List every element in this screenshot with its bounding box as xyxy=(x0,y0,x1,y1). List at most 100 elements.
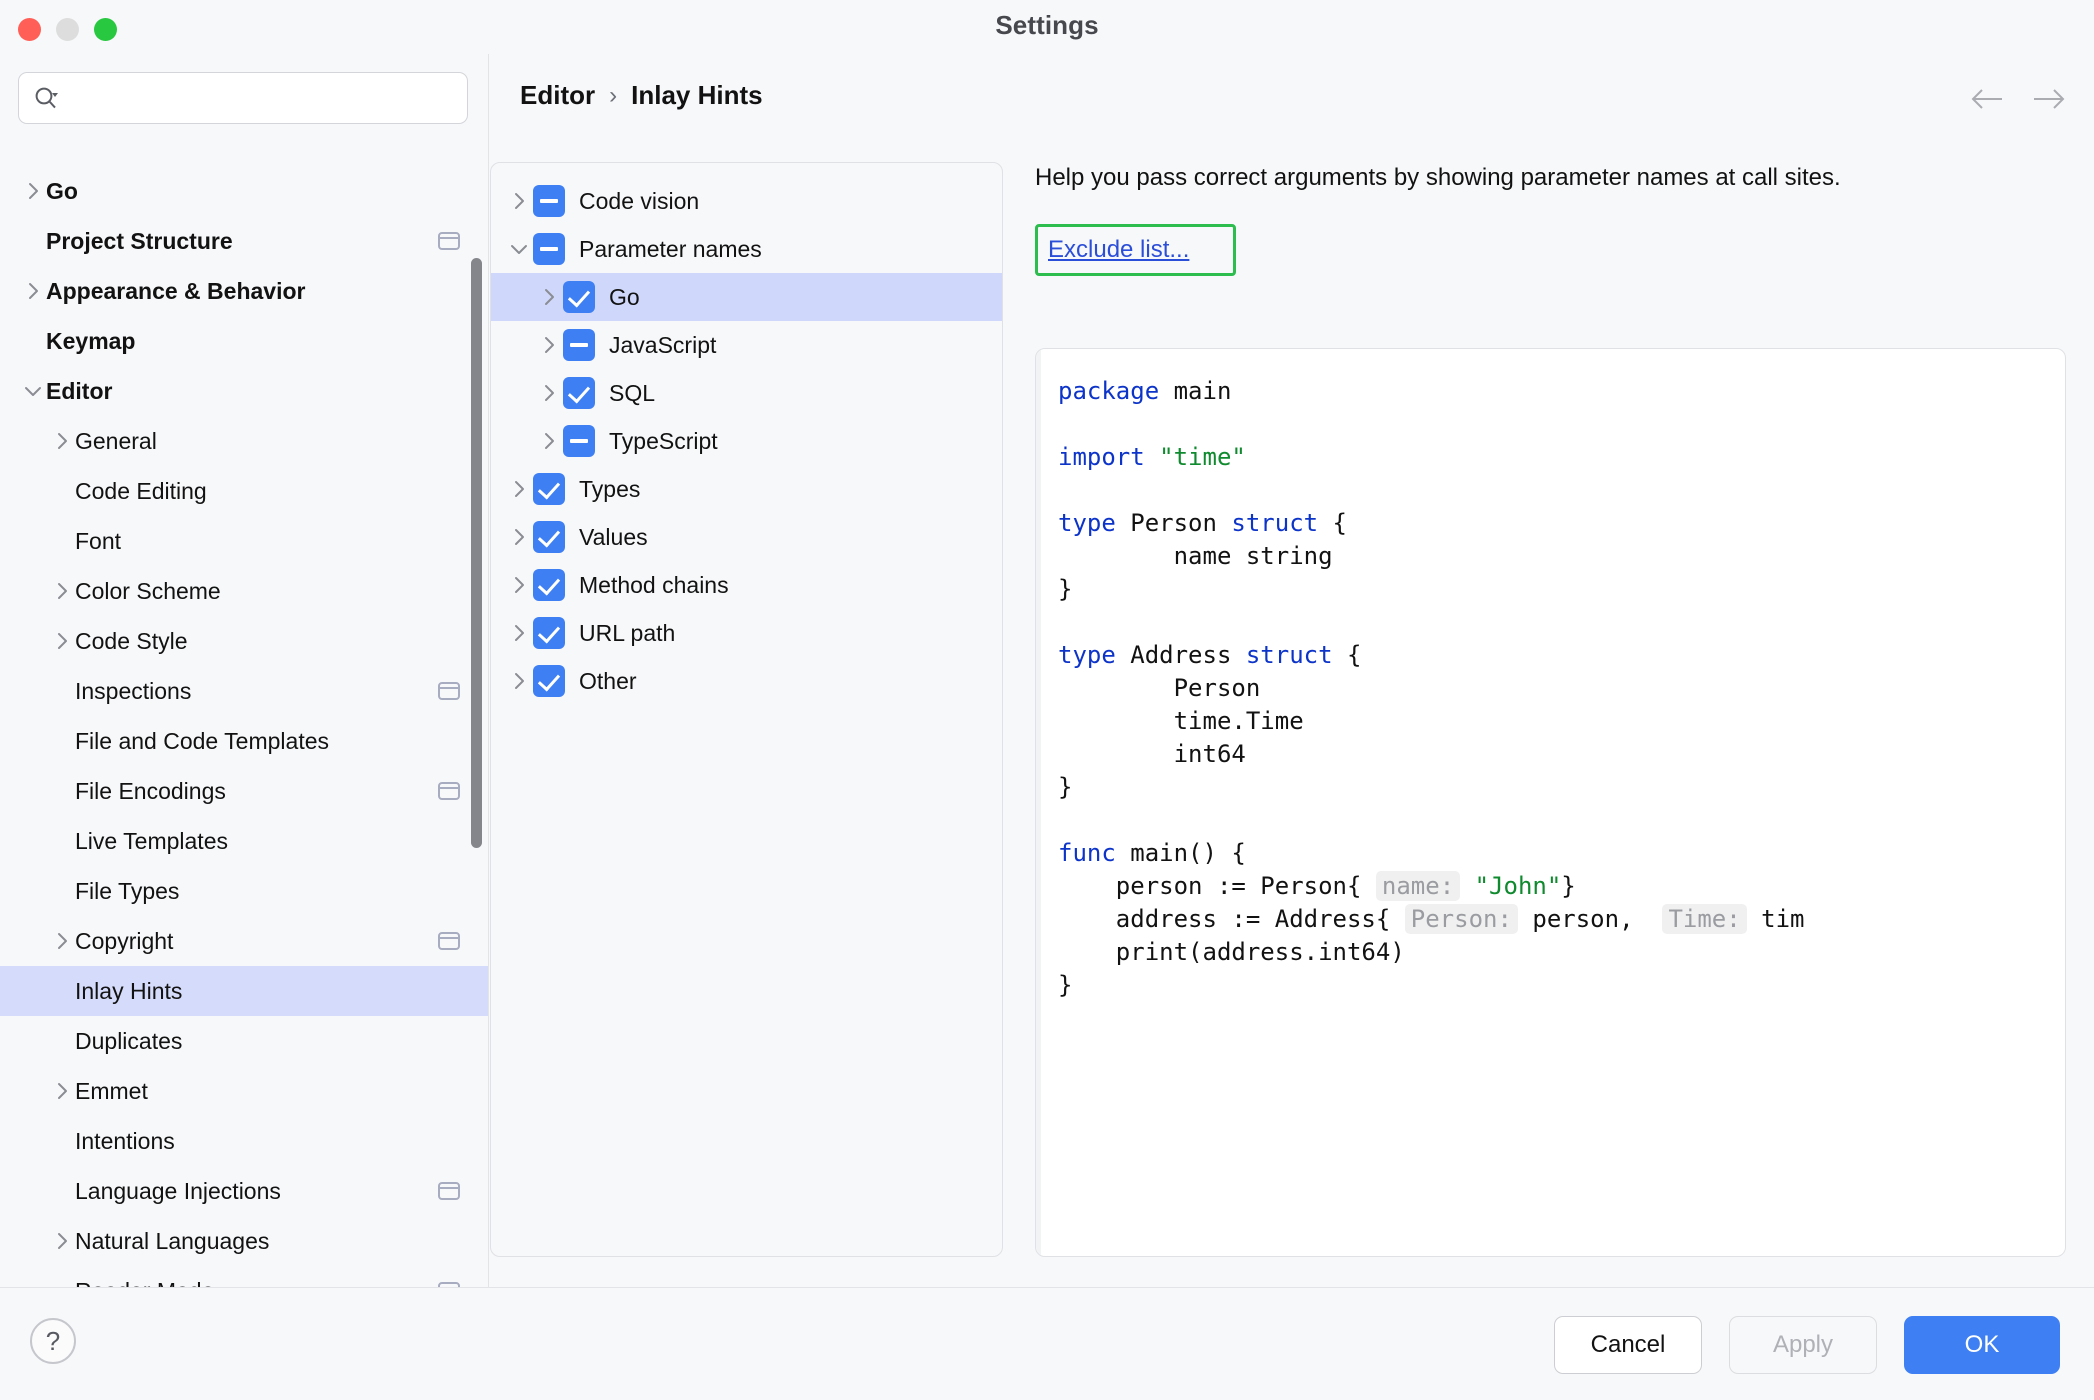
chevron-right-icon[interactable] xyxy=(535,286,563,308)
sidebar-item-label: Code Editing xyxy=(75,477,207,504)
hints-tree-item-label: JavaScript xyxy=(609,331,717,358)
chevron-right-icon[interactable] xyxy=(535,334,563,356)
arrow-left-icon[interactable] xyxy=(1970,82,2004,116)
sidebar-item-label: Appearance & Behavior xyxy=(46,277,306,304)
sidebar-item-label: Copyright xyxy=(75,927,174,954)
chevron-right-icon[interactable] xyxy=(49,1080,75,1102)
chevron-down-icon[interactable] xyxy=(505,238,533,260)
sidebar-item-code-editing[interactable]: Code Editing xyxy=(0,466,488,516)
chevron-right-icon[interactable] xyxy=(505,622,533,644)
ok-button[interactable]: OK xyxy=(1904,1316,2060,1374)
hints-tree-item-code-vision[interactable]: Code vision xyxy=(491,177,1002,225)
sidebar-item-file-types[interactable]: File Types xyxy=(0,866,488,916)
chevron-right-icon[interactable] xyxy=(49,630,75,652)
sidebar-item-label: Reader Mode xyxy=(75,1278,214,1288)
checkbox-checked-icon[interactable] xyxy=(533,569,565,601)
sidebar-item-language-injections[interactable]: Language Injections xyxy=(0,1166,488,1216)
checkbox-checked-icon[interactable] xyxy=(533,473,565,505)
minimize-button[interactable] xyxy=(56,18,79,41)
hints-tree-item-sql[interactable]: SQL xyxy=(491,369,1002,417)
chevron-right-icon[interactable] xyxy=(505,526,533,548)
hints-tree-item-method-chains[interactable]: Method chains xyxy=(491,561,1002,609)
sidebar-item-duplicates[interactable]: Duplicates xyxy=(0,1016,488,1066)
hints-tree-item-javascript[interactable]: JavaScript xyxy=(491,321,1002,369)
chevron-right-icon[interactable] xyxy=(20,280,46,302)
sidebar-item-color-scheme[interactable]: Color Scheme xyxy=(0,566,488,616)
checkbox-checked-icon[interactable] xyxy=(533,665,565,697)
help-button[interactable]: ? xyxy=(30,1318,76,1364)
checkbox-checked-icon[interactable] xyxy=(533,521,565,553)
chevron-right-icon[interactable] xyxy=(49,930,75,952)
sidebar-item-intentions[interactable]: Intentions xyxy=(0,1116,488,1166)
checkbox-indeterminate-icon[interactable] xyxy=(533,233,565,265)
chevron-right-icon[interactable] xyxy=(49,580,75,602)
sidebar-item-inspections[interactable]: Inspections xyxy=(0,666,488,716)
sidebar-item-live-templates[interactable]: Live Templates xyxy=(0,816,488,866)
chevron-right-icon[interactable] xyxy=(505,670,533,692)
chevron-down-icon[interactable] xyxy=(20,380,46,402)
sidebar-item-label: File Types xyxy=(75,877,180,904)
search-input[interactable] xyxy=(69,86,453,110)
hints-tree-item-label: Method chains xyxy=(579,571,729,598)
chevron-right-icon[interactable] xyxy=(49,1230,75,1252)
hints-tree-item-values[interactable]: Values xyxy=(491,513,1002,561)
breadcrumb-item-editor[interactable]: Editor xyxy=(520,80,596,110)
chevron-right-icon[interactable] xyxy=(535,382,563,404)
sidebar-item-label: Code Style xyxy=(75,627,188,654)
checkbox-indeterminate-icon[interactable] xyxy=(563,425,595,457)
hints-tree-item-parameter-names[interactable]: Parameter names xyxy=(491,225,1002,273)
sidebar-item-appearance-behavior[interactable]: Appearance & Behavior xyxy=(0,266,488,316)
sidebar-item-code-style[interactable]: Code Style xyxy=(0,616,488,666)
sidebar-item-file-and-code-templates[interactable]: File and Code Templates xyxy=(0,716,488,766)
checkbox-checked-icon[interactable] xyxy=(563,281,595,313)
sidebar-item-label: File and Code Templates xyxy=(75,727,329,754)
sidebar-item-label: Go xyxy=(46,177,78,204)
sidebar-scrollbar[interactable] xyxy=(471,258,482,848)
checkbox-checked-icon[interactable] xyxy=(563,377,595,409)
sidebar-item-inlay-hints[interactable]: Inlay Hints xyxy=(0,966,488,1016)
sidebar-item-go[interactable]: Go xyxy=(0,166,488,216)
arrow-right-icon[interactable] xyxy=(2032,82,2066,116)
sidebar-item-label: Keymap xyxy=(46,327,136,354)
sidebar-item-general[interactable]: General xyxy=(0,416,488,466)
exclude-list-highlight: Exclude list... xyxy=(1035,223,1237,276)
sidebar-item-emmet[interactable]: Emmet xyxy=(0,1066,488,1116)
chevron-right-icon[interactable] xyxy=(505,478,533,500)
sidebar-item-keymap[interactable]: Keymap xyxy=(0,316,488,366)
sidebar-item-natural-languages[interactable]: Natural Languages xyxy=(0,1216,488,1266)
hints-tree-item-url-path[interactable]: URL path xyxy=(491,609,1002,657)
chevron-right-icon[interactable] xyxy=(505,190,533,212)
navigation-buttons xyxy=(1970,82,2066,116)
sidebar-item-font[interactable]: Font xyxy=(0,516,488,566)
close-button[interactable] xyxy=(18,18,41,41)
project-scope-icon xyxy=(438,682,460,700)
chevron-right-icon[interactable] xyxy=(505,574,533,596)
hints-tree-item-label: Other xyxy=(579,667,637,694)
sidebar-item-label: Editor xyxy=(46,377,113,404)
sidebar-item-file-encodings[interactable]: File Encodings xyxy=(0,766,488,816)
checkbox-indeterminate-icon[interactable] xyxy=(563,329,595,361)
hints-tree-item-types[interactable]: Types xyxy=(491,465,1002,513)
hints-tree-item-go[interactable]: Go xyxy=(491,273,1002,321)
sidebar-item-reader-mode[interactable]: Reader Mode xyxy=(0,1266,488,1287)
search-box[interactable] xyxy=(18,72,468,124)
chevron-right-icon[interactable] xyxy=(535,430,563,452)
hints-tree-item-label: URL path xyxy=(579,619,676,646)
sidebar-item-copyright[interactable]: Copyright xyxy=(0,916,488,966)
hints-tree-item-typescript[interactable]: TypeScript xyxy=(491,417,1002,465)
checkbox-checked-icon[interactable] xyxy=(533,617,565,649)
sidebar-item-project-structure[interactable]: Project Structure xyxy=(0,216,488,266)
cancel-button[interactable]: Cancel xyxy=(1554,1316,1702,1374)
sidebar-item-label: General xyxy=(75,427,157,454)
maximize-button[interactable] xyxy=(94,18,117,41)
sidebar-item-editor[interactable]: Editor xyxy=(0,366,488,416)
hints-tree-item-other[interactable]: Other xyxy=(491,657,1002,705)
chevron-right-icon[interactable] xyxy=(49,430,75,452)
sidebar-item-label: Inlay Hints xyxy=(75,977,183,1004)
chevron-right-icon[interactable] xyxy=(20,180,46,202)
checkbox-indeterminate-icon[interactable] xyxy=(533,185,565,217)
exclude-list-link[interactable]: Exclude list... xyxy=(1048,235,1190,263)
apply-button[interactable]: Apply xyxy=(1729,1316,1877,1374)
